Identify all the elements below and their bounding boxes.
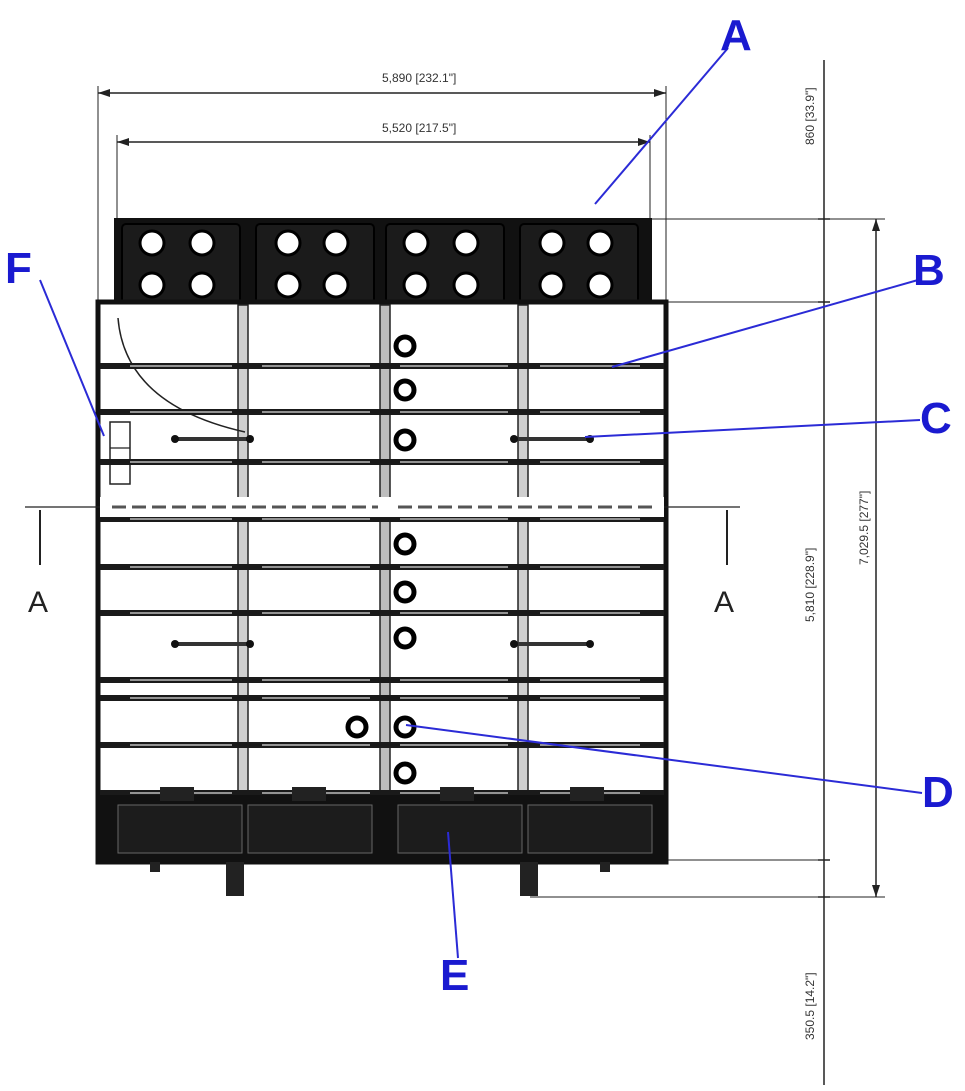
- fan-icon: [188, 229, 216, 257]
- overall-width-label: 5,890 [232.1"]: [382, 71, 456, 85]
- callout-b: B: [913, 246, 945, 295]
- fan-icon: [402, 229, 430, 257]
- fitting-icon: [393, 378, 417, 402]
- bar-end: [246, 640, 254, 648]
- fan-icon: [586, 229, 614, 257]
- fan-unit: [519, 223, 639, 325]
- section-band: [100, 497, 664, 517]
- fan-icon: [538, 271, 566, 299]
- horizontal-rail: [100, 409, 664, 415]
- fitting-icon: [393, 428, 417, 452]
- inner-width-label: 5,520 [217.5"]: [382, 121, 456, 135]
- fitting-icon: [393, 626, 417, 650]
- fitting-icon: [393, 532, 417, 556]
- bottom-height-label: 350.5 [14.2"]: [803, 972, 817, 1040]
- callout-c: C: [920, 394, 952, 443]
- bar-end: [171, 435, 179, 443]
- horizontal-rail: [100, 564, 664, 570]
- callout-f: F: [5, 244, 32, 293]
- fan-icon: [452, 229, 480, 257]
- fan-unit: [121, 223, 241, 317]
- section-mark-left: A: [28, 586, 48, 619]
- fitting-icon: [393, 334, 417, 358]
- fan-icon: [322, 229, 350, 257]
- vertical-dimensions: [530, 60, 885, 1085]
- horizontal-rail: [100, 677, 664, 683]
- horizontal-rail: [100, 516, 664, 522]
- bottom-units: [100, 787, 664, 896]
- main-frame: [25, 299, 740, 865]
- fan-unit: [385, 223, 505, 325]
- callout-e: E: [440, 951, 469, 1000]
- horizontal-rail: [100, 790, 664, 796]
- fitting-icon: [393, 761, 417, 785]
- frame-height-label: 5,810 [228.9"]: [803, 548, 817, 622]
- bar-end: [171, 640, 179, 648]
- fan-icon: [138, 229, 166, 257]
- horizontal-rails: [100, 363, 664, 796]
- fan-icon: [274, 271, 302, 299]
- fitting-icon: [345, 715, 369, 739]
- callout-pointers: [39, 47, 923, 959]
- bar-end: [586, 640, 594, 648]
- fan-icon: [538, 229, 566, 257]
- fitting-icon: [393, 580, 417, 604]
- horizontal-rail: [100, 363, 664, 369]
- fan-icon: [188, 271, 216, 299]
- horizontal-rail: [100, 742, 664, 748]
- fan-icon: [322, 271, 350, 299]
- callout-d: D: [922, 768, 954, 817]
- fan-units: [114, 218, 652, 325]
- overall-height-label: 7,029.5 [277"]: [857, 491, 871, 565]
- fan-icon: [452, 271, 480, 299]
- round-fittings: [345, 334, 417, 785]
- door-panel: [109, 421, 131, 485]
- fan-icon: [402, 271, 430, 299]
- horizontal-rail: [100, 695, 664, 701]
- callout-a: A: [720, 11, 752, 60]
- fitting-icon: [393, 715, 417, 739]
- bar-end: [510, 435, 518, 443]
- fan-unit: [255, 223, 375, 325]
- section-mark-right: A: [714, 586, 734, 619]
- fan-icon: [274, 229, 302, 257]
- horizontal-rail: [100, 610, 664, 616]
- bar-end: [510, 640, 518, 648]
- bar-end: [246, 435, 254, 443]
- horizontal-rail: [100, 459, 664, 465]
- top-height-label: 860 [33.9"]: [803, 87, 817, 145]
- inner-width-dimension: 5,520 [217.5"]: [116, 121, 651, 220]
- fan-icon: [586, 271, 614, 299]
- fan-icon: [138, 271, 166, 299]
